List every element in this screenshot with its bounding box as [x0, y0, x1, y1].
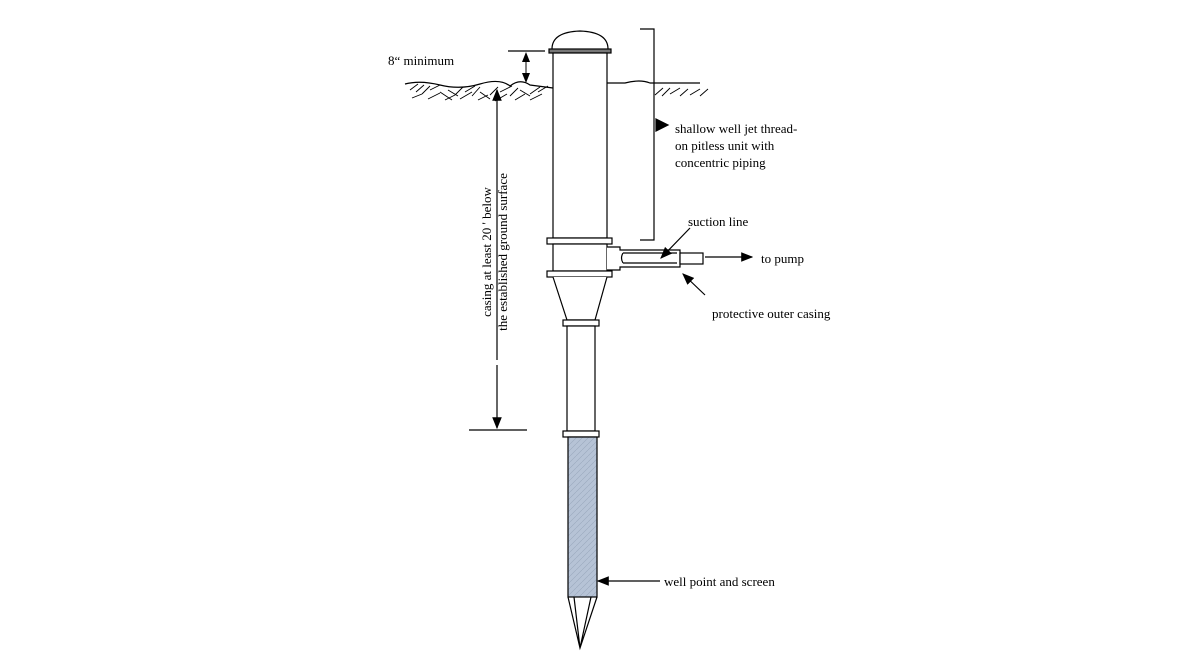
pointer-triangle-icon	[655, 118, 670, 132]
well-point-tip	[567, 596, 598, 651]
drop-pipe	[566, 325, 596, 432]
unit-label-1: shallow well jet thread-	[675, 121, 798, 136]
minimum-label: 8“ minimum	[388, 53, 455, 68]
reducer-cone	[552, 276, 608, 321]
unit-bracket	[640, 28, 655, 241]
ground-surface	[404, 80, 554, 89]
well-cap	[551, 30, 609, 50]
outer-casing-label: protective outer casing	[712, 306, 831, 321]
casing-depth-label: casing at least 20 ' below the establish…	[479, 152, 511, 352]
unit-label-3: concentric piping	[675, 155, 766, 170]
unit-label-2: on pitless unit with	[675, 138, 775, 153]
casing-depth-line-1: casing at least 20 ' below	[479, 187, 494, 317]
well-point-label: well point and screen	[664, 574, 775, 589]
well-casing	[552, 52, 608, 239]
suction-line-label: suction line	[688, 214, 749, 229]
well-screen	[567, 436, 598, 598]
casing-depth-line-2: the established ground surface	[495, 173, 510, 331]
to-pump-label: to pump	[761, 251, 804, 266]
